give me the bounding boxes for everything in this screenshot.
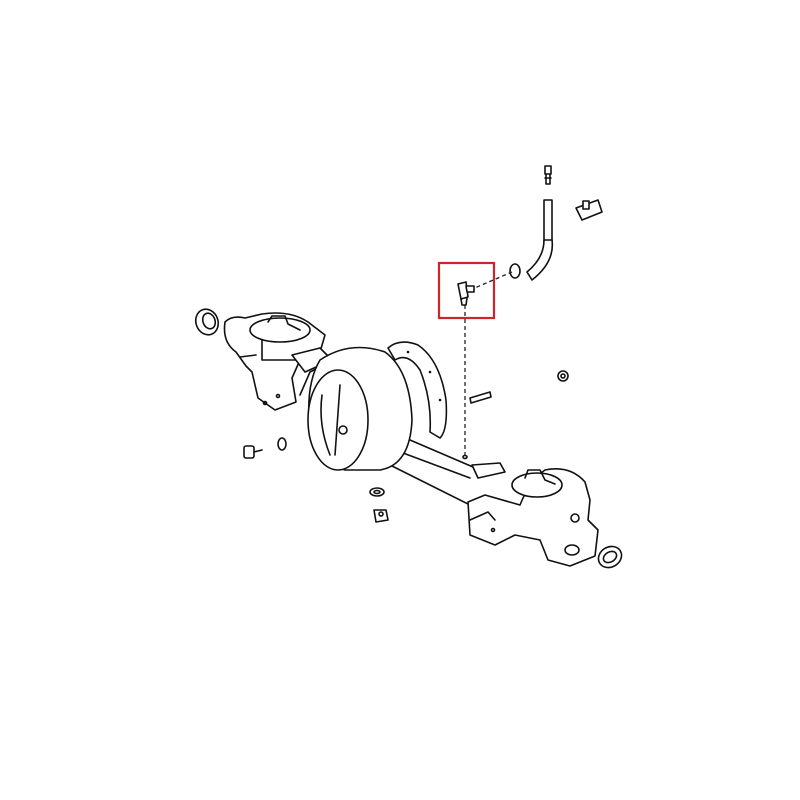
- hose-clamp: [509, 263, 521, 279]
- breather-hose: [526, 165, 554, 281]
- alignment-line-horizontal: [469, 271, 513, 291]
- nut-right: [557, 370, 569, 382]
- differential-housing: [307, 346, 413, 471]
- breather-union[interactable]: [457, 281, 475, 306]
- right-axle-seal: [597, 545, 623, 569]
- washer: [369, 487, 385, 497]
- stud: [469, 391, 492, 404]
- highlight-box: [437, 261, 496, 320]
- carrier-gasket: [387, 341, 448, 439]
- nut-left: [277, 437, 287, 451]
- bolt: [243, 445, 263, 459]
- nut-bottom: [373, 509, 389, 523]
- vent-hole: [462, 454, 468, 460]
- breather-bracket: [575, 199, 603, 221]
- right-knuckle-housing: [467, 462, 599, 567]
- left-axle-seal: [194, 308, 220, 336]
